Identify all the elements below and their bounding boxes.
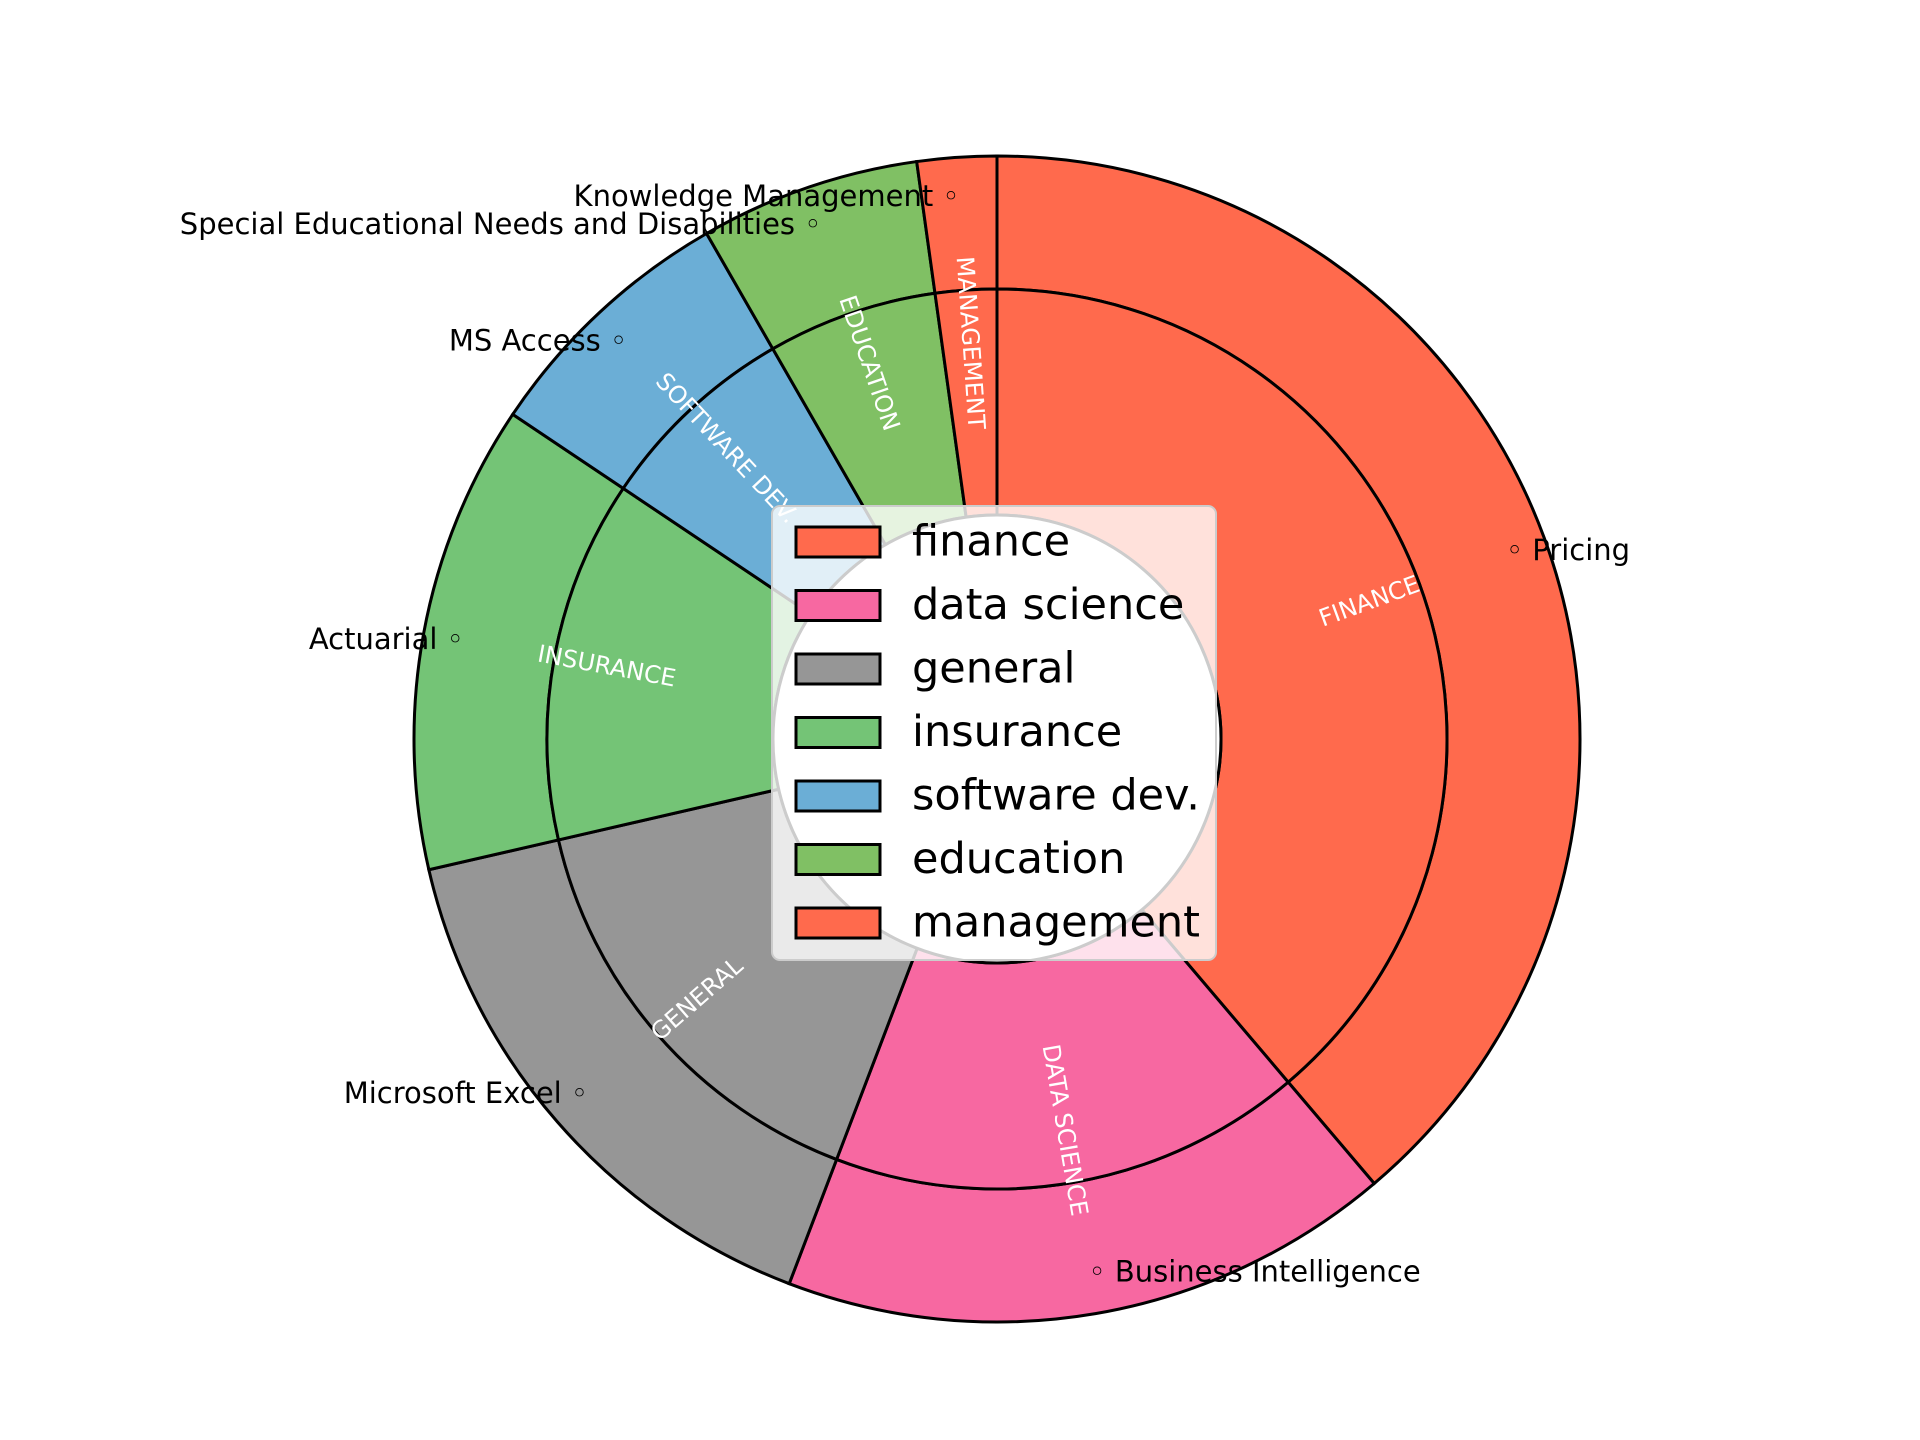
outer-label-actuarial: Actuarial ◦ <box>309 622 464 656</box>
legend-label-data-science: data science <box>912 580 1184 630</box>
legend-label-software-dev: software dev. <box>912 771 1200 821</box>
legend-swatch-insurance <box>794 716 882 749</box>
outer-label-pricing: ◦ Pricing <box>1506 533 1630 567</box>
outer-label-microsoft-excel: Microsoft Excel ◦ <box>344 1076 588 1110</box>
legend-label-management: management <box>912 898 1200 948</box>
legend-swatch-education <box>794 843 882 876</box>
outer-labels: ◦ Pricing ◦ Business Intelligence Microsof… <box>180 179 1630 1288</box>
legend-swatch-management <box>794 906 882 940</box>
outer-ring <box>412 154 1582 1324</box>
outer-label-knowledge-management: Knowledge Management ◦ <box>574 179 960 213</box>
legend-label-education: education <box>912 834 1125 884</box>
legend-label-general: general <box>912 644 1075 694</box>
legend-label-insurance: insurance <box>912 707 1122 757</box>
outer-label-ms-access: MS Access ◦ <box>449 324 627 358</box>
legend: finance data science general insurance softw… <box>771 505 1217 961</box>
legend-swatch-finance <box>794 525 882 559</box>
legend-label-finance: finance <box>912 517 1070 567</box>
outer-label-business-intelligence: ◦ Business Intelligence <box>1089 1254 1421 1288</box>
legend-swatch-data-science <box>794 589 882 622</box>
legend-swatch-general <box>794 652 882 686</box>
legend-box <box>771 505 1217 961</box>
outer-label-special-educational-needs-and-disabilities: Special Educational Needs and Disabiliti… <box>180 207 822 241</box>
legend-swatch-software-dev <box>794 779 882 813</box>
